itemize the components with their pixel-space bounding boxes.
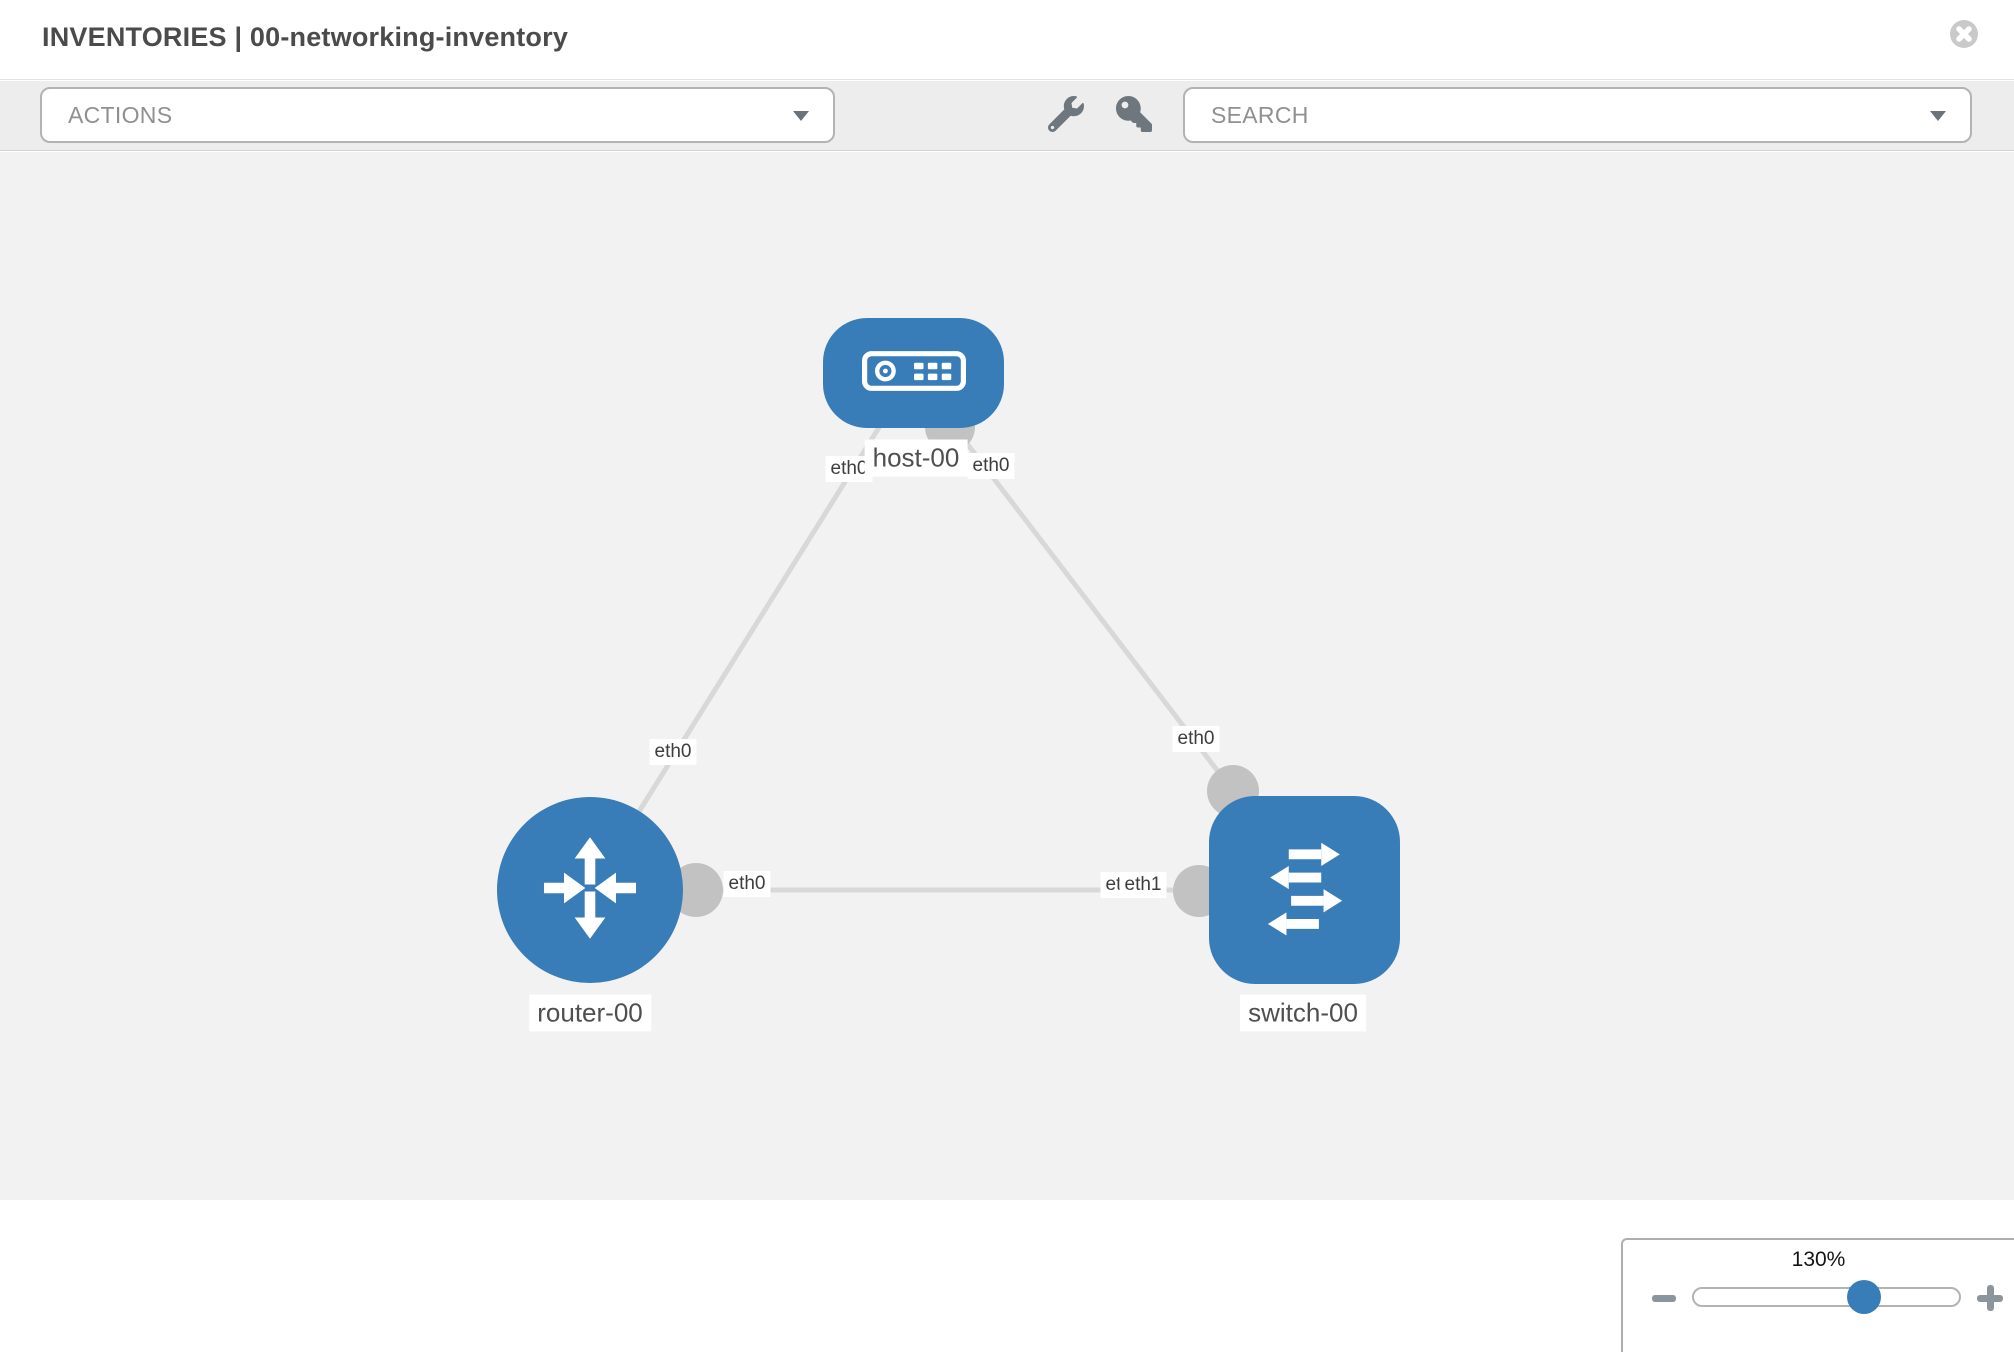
page-title: INVENTORIES | 00-networking-inventory: [42, 21, 569, 52]
close-button[interactable]: [1949, 19, 1979, 49]
node-switch-00[interactable]: [1209, 796, 1400, 984]
zoom-control-panel: 130%: [1621, 1238, 2014, 1352]
node-host-00[interactable]: [823, 318, 1004, 428]
actions-dropdown-label: ACTIONS: [68, 101, 173, 128]
zoom-out-button[interactable]: [1650, 1284, 1678, 1312]
interface-label-host-router-router-end: eth0: [649, 739, 697, 765]
chevron-down-icon: [793, 111, 809, 121]
node-label-router: router-00: [529, 994, 651, 1032]
toolbar: ACTIONS SEARCH: [0, 81, 2014, 151]
zoom-level-value: 130%: [1791, 1248, 1846, 1271]
wrench-icon: [1047, 95, 1084, 137]
search-dropdown-label: SEARCH: [1211, 101, 1309, 128]
credentials-button[interactable]: [1115, 95, 1153, 137]
configure-button[interactable]: [1047, 95, 1085, 137]
node-label-switch: switch-00: [1240, 994, 1366, 1032]
zoom-slider-handle[interactable]: [1847, 1280, 1881, 1314]
times-circle-icon: [1949, 20, 1979, 53]
switch-arrows-icon: [1247, 830, 1363, 951]
node-label-host: host-00: [864, 439, 968, 477]
server-icon: [861, 350, 966, 396]
zoom-slider-track[interactable]: [1692, 1287, 1961, 1307]
plus-icon: [1977, 1285, 2003, 1311]
interface-label-router-switch-router-end: eth0: [723, 871, 771, 897]
zoom-in-button[interactable]: [1976, 1284, 2004, 1312]
topology-canvas[interactable]: host-00 router-00 switch-00 eth0 eth0 et…: [0, 152, 2014, 1352]
interface-label-host-switch-switch-end: eth0: [1172, 726, 1220, 752]
node-router-00[interactable]: [497, 797, 683, 983]
router-arrows-icon: [531, 829, 649, 952]
actions-dropdown[interactable]: ACTIONS: [40, 87, 835, 143]
minus-icon: [1652, 1294, 1676, 1302]
interface-label-host-switch-host-end: eth0: [967, 453, 1015, 479]
page-header: INVENTORIES | 00-networking-inventory: [0, 0, 2014, 80]
topology-links-layer: [587, 371, 1304, 917]
interface-endpoint-router-right[interactable]: [669, 863, 723, 917]
search-dropdown[interactable]: SEARCH: [1183, 87, 1972, 143]
interface-label-router-switch-switch-end-over: eth1: [1119, 872, 1167, 898]
chevron-down-icon: [1930, 111, 1946, 121]
key-icon: [1116, 95, 1152, 137]
